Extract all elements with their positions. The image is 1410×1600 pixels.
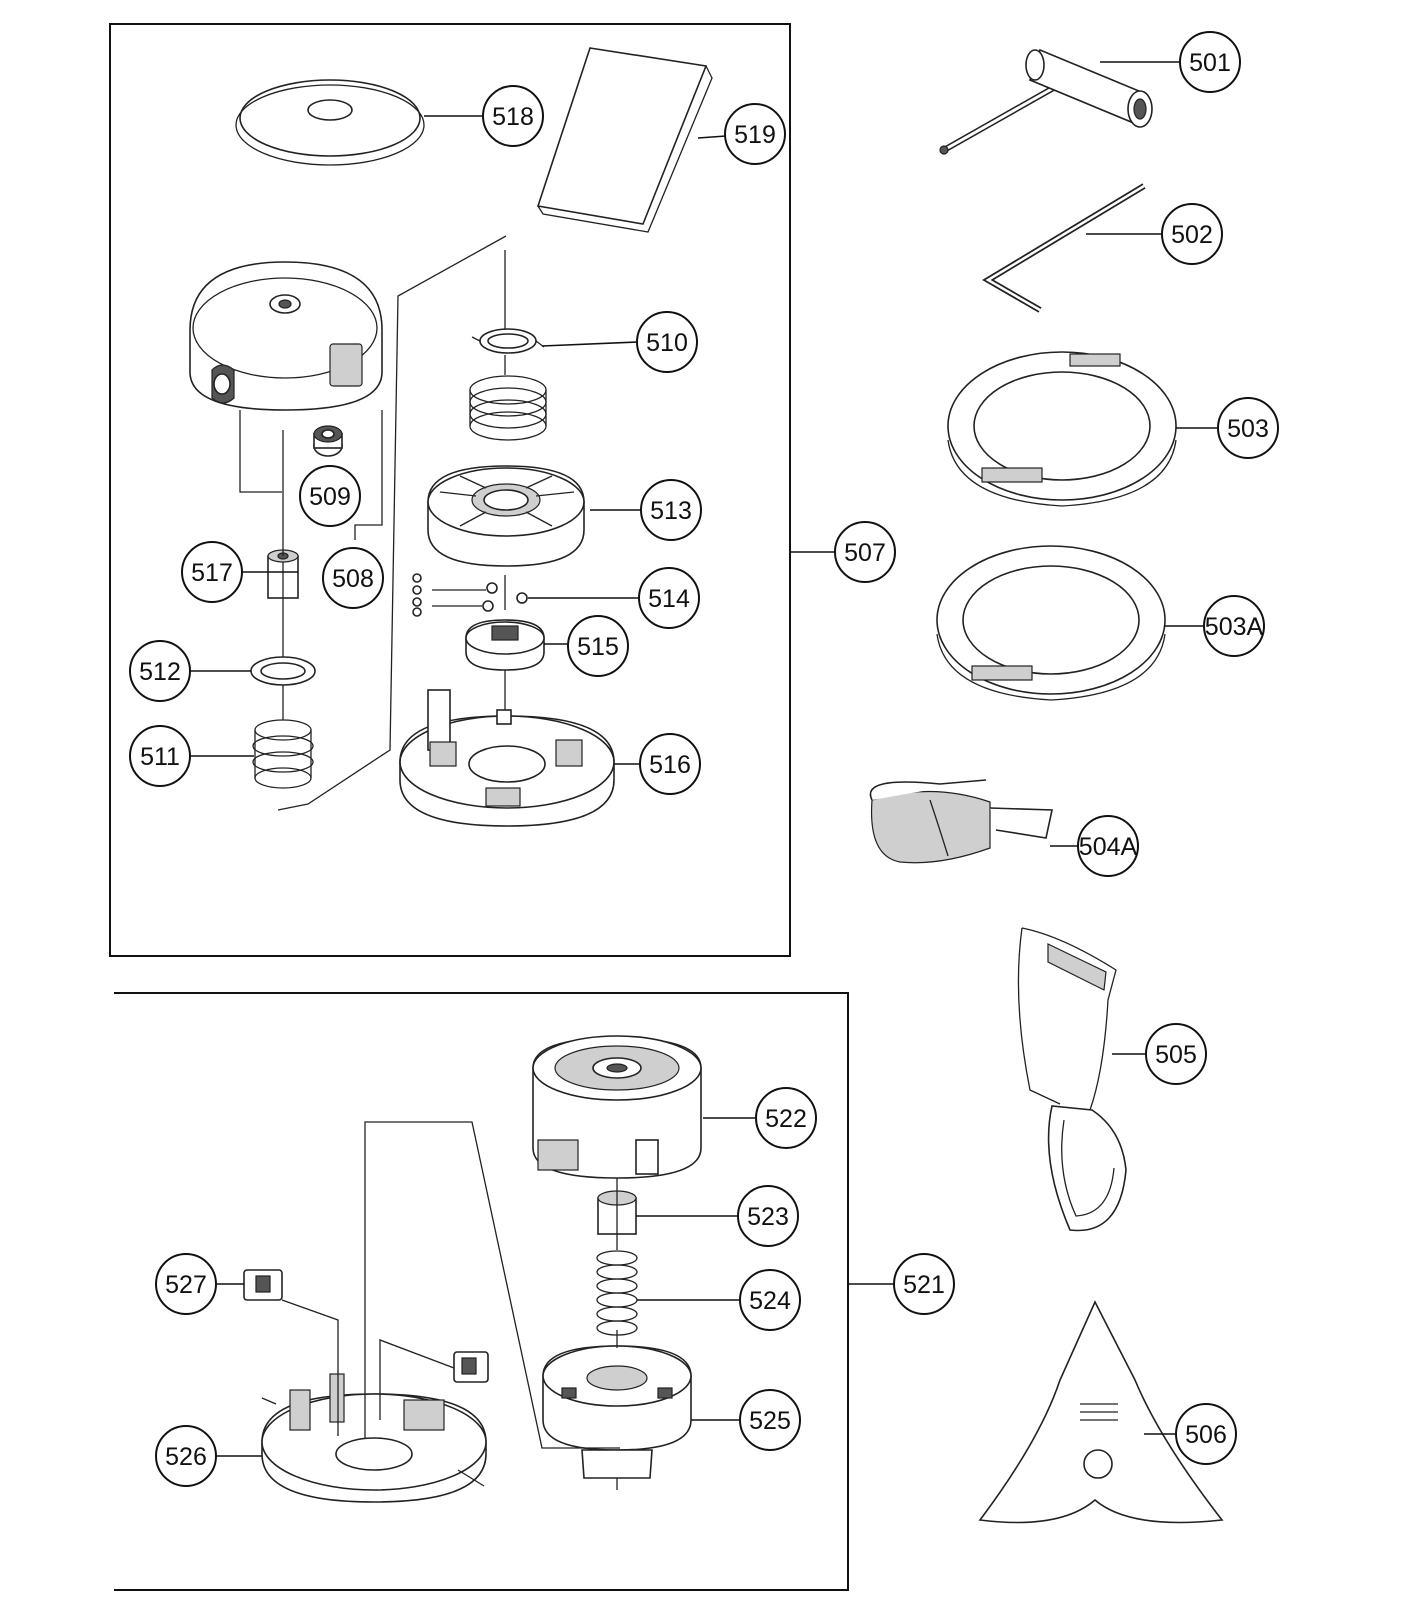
callout-label-527: 527 — [165, 1271, 207, 1299]
assembly-lines-507 — [239, 235, 507, 811]
callout-label-526: 526 — [165, 1443, 207, 1471]
callout-518: 518 — [482, 85, 544, 147]
callout-502: 502 — [1161, 203, 1223, 265]
callout-507: 507 — [834, 521, 896, 583]
eyelet-527 — [243, 1269, 283, 1301]
callout-label-506: 506 — [1185, 1421, 1227, 1449]
callout-label-525: 525 — [749, 1407, 791, 1435]
callout-label-513: 513 — [650, 497, 692, 525]
callout-label-505: 505 — [1155, 1041, 1197, 1069]
line-coil — [469, 375, 547, 441]
callout-label-522: 522 — [765, 1105, 807, 1133]
eyelet-right — [453, 1351, 489, 1383]
callout-label-510: 510 — [646, 329, 688, 357]
manual-booklet-519 — [536, 47, 713, 233]
callout-522: 522 — [755, 1087, 817, 1149]
callout-label-514: 514 — [648, 585, 690, 613]
callout-label-515: 515 — [577, 633, 619, 661]
callout-515: 515 — [567, 615, 629, 677]
assembly-lines-521 — [261, 1121, 620, 1490]
cap-522 — [532, 1035, 702, 1179]
callout-label-521: 521 — [903, 1271, 945, 1299]
clip-ring-510 — [471, 328, 545, 354]
callout-503: 503 — [1217, 397, 1279, 459]
cover-plate-518 — [235, 79, 425, 166]
callout-525: 525 — [739, 1389, 801, 1451]
callout-514: 514 — [638, 567, 700, 629]
group-frame-521 — [114, 992, 849, 1591]
callout-504a: 504A — [1077, 815, 1139, 877]
harness-505 — [1017, 927, 1127, 1232]
group-frame-507 — [109, 23, 791, 957]
callout-501: 501 — [1179, 31, 1241, 93]
spring-511 — [252, 719, 314, 789]
callout-label-507: 507 — [844, 539, 886, 567]
callout-label-524: 524 — [749, 1287, 791, 1315]
callout-521: 521 — [893, 1253, 955, 1315]
callout-label-502: 502 — [1171, 221, 1213, 249]
callout-517: 517 — [181, 541, 243, 603]
callout-label-523: 523 — [747, 1203, 789, 1231]
callout-label-519: 519 — [734, 121, 776, 149]
callout-label-518: 518 — [492, 103, 534, 131]
spool-513 — [427, 465, 585, 567]
callout-524: 524 — [739, 1269, 801, 1331]
guard-ring-503a — [936, 545, 1166, 701]
callout-508: 508 — [322, 547, 384, 609]
callout-label-509: 509 — [309, 483, 351, 511]
housing-cap — [189, 261, 383, 411]
callout-label-511: 511 — [140, 743, 180, 771]
guard-ring-503 — [947, 351, 1177, 507]
callout-506: 506 — [1175, 1403, 1237, 1465]
cam-515 — [465, 619, 545, 671]
blade-506 — [978, 1300, 1224, 1524]
callout-label-516: 516 — [649, 751, 691, 779]
washer-512 — [250, 656, 316, 686]
callout-510: 510 — [636, 311, 698, 373]
callout-505: 505 — [1145, 1023, 1207, 1085]
base-526 — [261, 1373, 487, 1503]
spool-525 — [542, 1345, 692, 1479]
callout-509: 509 — [299, 465, 361, 527]
callout-523: 523 — [737, 1185, 799, 1247]
callout-label-512: 512 — [139, 658, 181, 686]
base-516 — [399, 689, 615, 827]
hex-nut-517 — [267, 549, 299, 599]
bolt-509 — [313, 425, 343, 457]
callout-label-503a: 503A — [1205, 613, 1264, 641]
callout-527: 527 — [155, 1253, 217, 1315]
balls-514 — [412, 573, 528, 617]
callout-513: 513 — [640, 479, 702, 541]
nut-523 — [597, 1190, 637, 1235]
callout-516: 516 — [639, 733, 701, 795]
t-wrench-501 — [939, 48, 1153, 155]
callout-526: 526 — [155, 1425, 217, 1487]
callout-503a: 503A — [1203, 595, 1265, 657]
callout-511: 511 — [129, 725, 191, 787]
callout-label-504a: 504A — [1079, 833, 1138, 861]
leader-lines — [188, 61, 1218, 1457]
callout-519: 519 — [724, 103, 786, 165]
spring-524 — [596, 1250, 638, 1336]
safety-glasses-504a — [869, 779, 1053, 864]
callout-512: 512 — [129, 640, 191, 702]
callout-label-503: 503 — [1227, 415, 1269, 443]
callout-label-517: 517 — [191, 559, 233, 587]
callout-label-508: 508 — [332, 565, 374, 593]
hex-key-502 — [982, 183, 1146, 313]
callout-label-501: 501 — [1189, 49, 1231, 77]
